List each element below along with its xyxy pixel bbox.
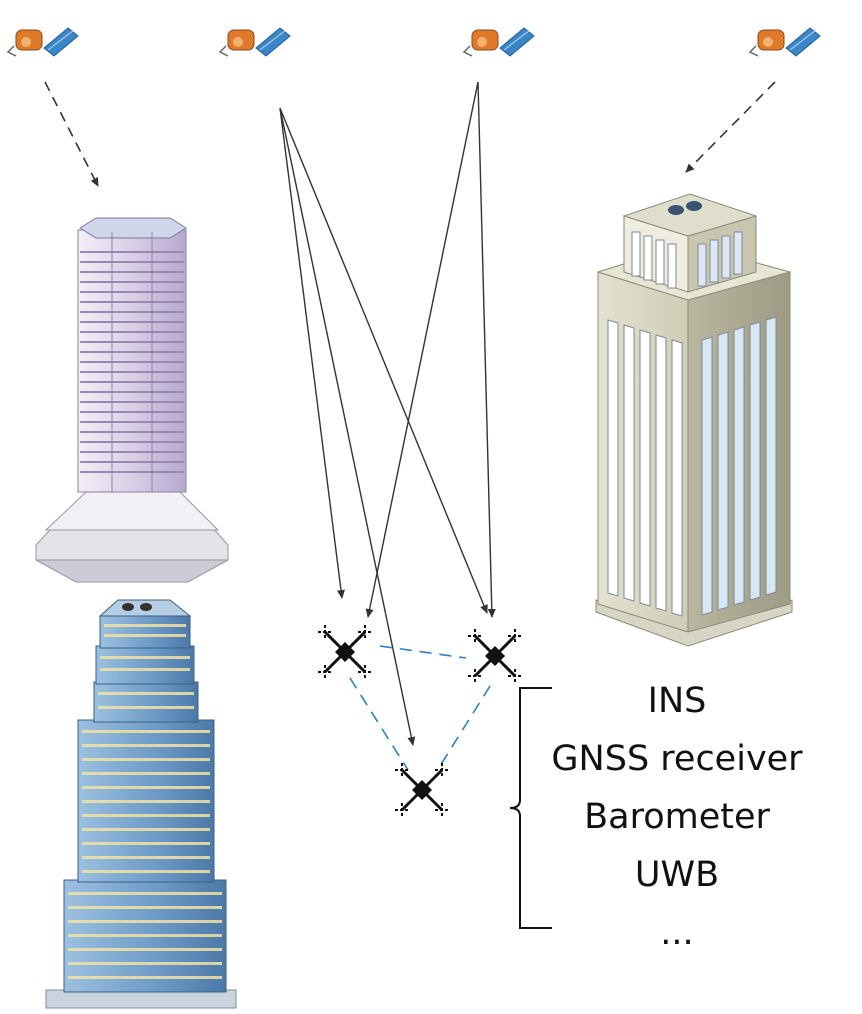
signal-arrow [279,107,488,614]
satellite-icon [463,27,535,57]
blocked-signal-arrow [685,81,776,173]
quadcopter-drone-icon [466,627,524,685]
blocked-signal-arrow [44,81,99,187]
satellite-icon [7,27,79,57]
satellite-icon [749,27,821,57]
sensor-ins: INS [647,681,707,721]
formation-link [349,677,409,771]
signal-arrow [279,107,345,599]
quadcopter-drone-icon [316,623,374,681]
signal-arrow [365,81,479,618]
sensor-ellipsis: ... [660,913,694,953]
formation-link [379,645,467,659]
formation-link [439,685,491,767]
signal-arrow [477,81,496,618]
sensor-barometer: Barometer [584,797,770,837]
satellite-icon [219,27,291,57]
skyscraper-icon [45,599,237,1009]
signal-arrow [279,107,416,746]
sensor-gnss-receiver: GNSS receiver [551,739,803,779]
quadcopter-drone-icon [393,761,451,819]
skyscraper-icon [595,193,793,647]
onboard-sensor-list: INS GNSS receiver Barometer UWB ... [522,672,832,962]
skyscraper-icon [35,217,229,583]
sensor-uwb: UWB [634,855,720,895]
sensor-brace [509,687,552,929]
